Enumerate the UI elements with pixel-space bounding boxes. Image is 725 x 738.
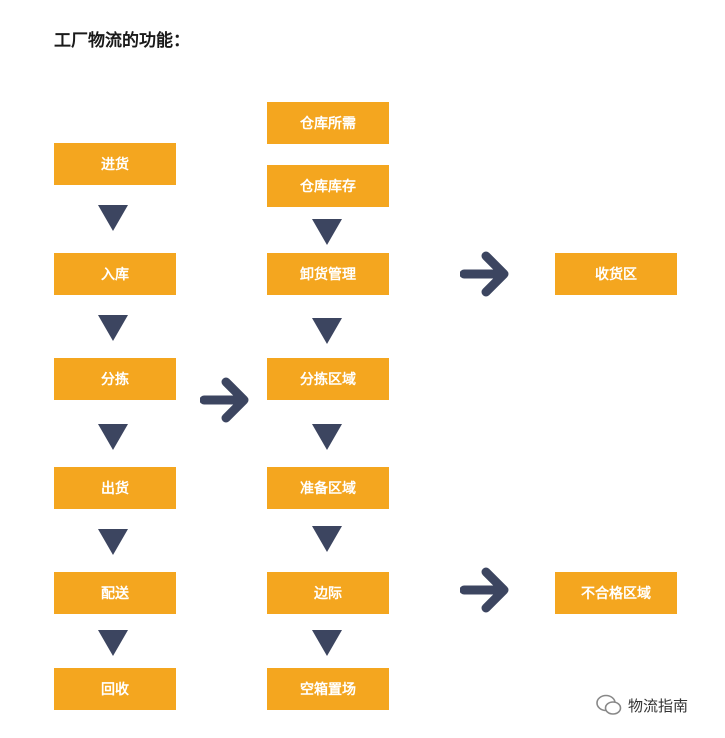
step-box-receiving-area: 收货区: [555, 253, 677, 295]
step-box-storage: 入库: [54, 253, 176, 295]
right-arrow-icon: [200, 377, 249, 423]
step-box-prep-area: 准备区域: [267, 467, 389, 509]
step-box-defective-area: 不合格区域: [555, 572, 677, 614]
step-box-recovery: 回收: [54, 668, 176, 710]
page-title: 工厂物流的功能：: [54, 31, 190, 51]
down-arrow-icon: [312, 219, 342, 245]
step-box-receiving: 进货: [54, 143, 176, 185]
down-arrow-icon: [98, 205, 128, 231]
down-arrow-icon: [312, 630, 342, 656]
step-box-shipping: 出货: [54, 467, 176, 509]
step-box-warehouse-inventory: 仓库库存: [267, 165, 389, 207]
wechat-icon: [596, 694, 622, 715]
watermark: 物流指南: [596, 694, 688, 716]
step-box-sorting-area: 分拣区域: [267, 358, 389, 400]
step-box-unloading: 卸货管理: [267, 253, 389, 295]
step-box-warehouse-needs: 仓库所需: [267, 102, 389, 144]
down-arrow-icon: [312, 526, 342, 552]
step-box-sorting: 分拣: [54, 358, 176, 400]
step-box-delivery: 配送: [54, 572, 176, 614]
down-arrow-icon: [98, 424, 128, 450]
down-arrow-icon: [312, 318, 342, 344]
watermark-text: 物流指南: [628, 696, 689, 715]
step-box-margin: 边际: [267, 572, 389, 614]
right-arrow-icon: [460, 567, 509, 613]
down-arrow-icon: [98, 529, 128, 555]
down-arrow-icon: [98, 630, 128, 656]
right-arrow-icon: [460, 251, 509, 297]
down-arrow-icon: [98, 315, 128, 341]
down-arrow-icon: [312, 424, 342, 450]
step-box-empty-box-yard: 空箱置场: [267, 668, 389, 710]
